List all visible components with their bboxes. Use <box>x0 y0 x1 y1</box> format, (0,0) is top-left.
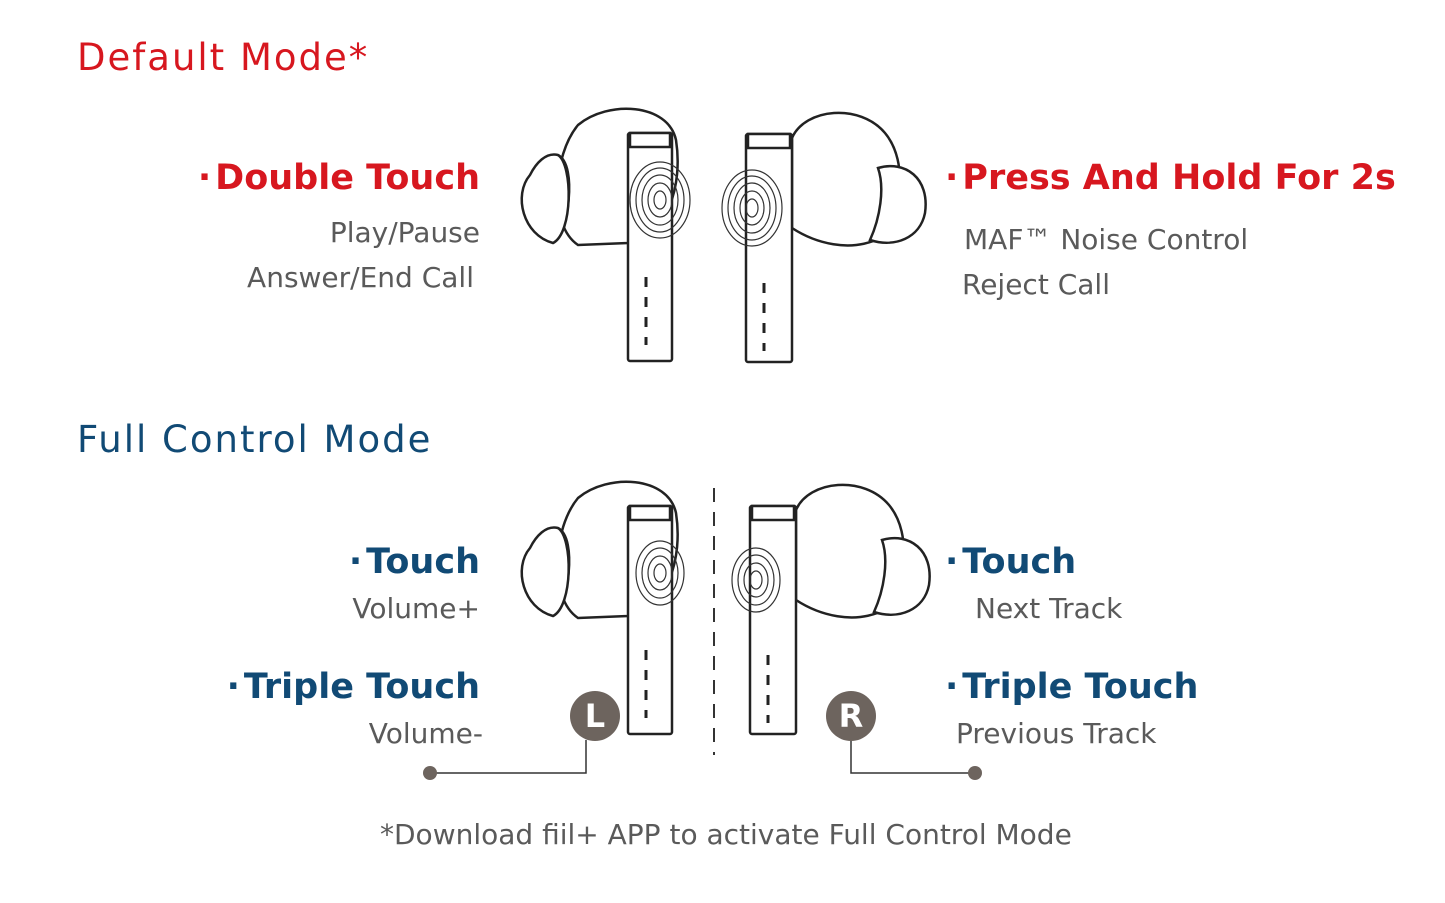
right-earbud-illustration <box>721 111 927 364</box>
fingerprint-icon <box>635 540 685 606</box>
default-left-gesture: ·Double Touch <box>197 158 480 198</box>
left-earbud-illustration <box>520 107 691 363</box>
full-right-gesture-1: ·Touch <box>945 542 1077 582</box>
fingerprint-icon <box>731 547 781 613</box>
default-left-action-1: Play/Pause <box>329 216 480 249</box>
fingerprint-icon <box>629 161 691 239</box>
default-mode-title: Default Mode* <box>77 36 370 79</box>
full-left-action-1: Volume+ <box>352 592 480 625</box>
default-left-action-2: Answer/End Call <box>247 261 474 294</box>
full-right-action-2: Previous Track <box>956 717 1157 750</box>
left-earbud-badge: L <box>570 691 620 741</box>
fingerprint-icon <box>721 169 783 247</box>
default-right-action-2: Reject Call <box>962 268 1110 301</box>
bullet: · <box>348 542 363 582</box>
right-earbud-illustration <box>731 483 931 736</box>
bullet: · <box>945 542 959 582</box>
right-earbud-badge: R <box>826 691 876 741</box>
full-left-gesture-2: ·Triple Touch <box>226 667 480 707</box>
full-left-action-2: Volume- <box>368 717 483 750</box>
full-control-mode-title: Full Control Mode <box>77 418 433 461</box>
full-right-action-1: Next Track <box>975 592 1123 625</box>
bullet: · <box>945 158 959 198</box>
default-right-action-1: MAF™ Noise Control <box>964 223 1249 256</box>
bullet: · <box>945 667 959 707</box>
left-earbud-illustration <box>520 480 685 736</box>
footer-note: *Download fiil+ APP to activate Full Con… <box>380 818 1072 851</box>
bullet: · <box>197 158 212 198</box>
default-right-gesture: ·Press And Hold For 2s <box>945 158 1396 198</box>
full-right-gesture-2: ·Triple Touch <box>945 667 1199 707</box>
full-left-gesture-1: ·Touch <box>348 542 480 582</box>
bullet: · <box>226 667 240 707</box>
